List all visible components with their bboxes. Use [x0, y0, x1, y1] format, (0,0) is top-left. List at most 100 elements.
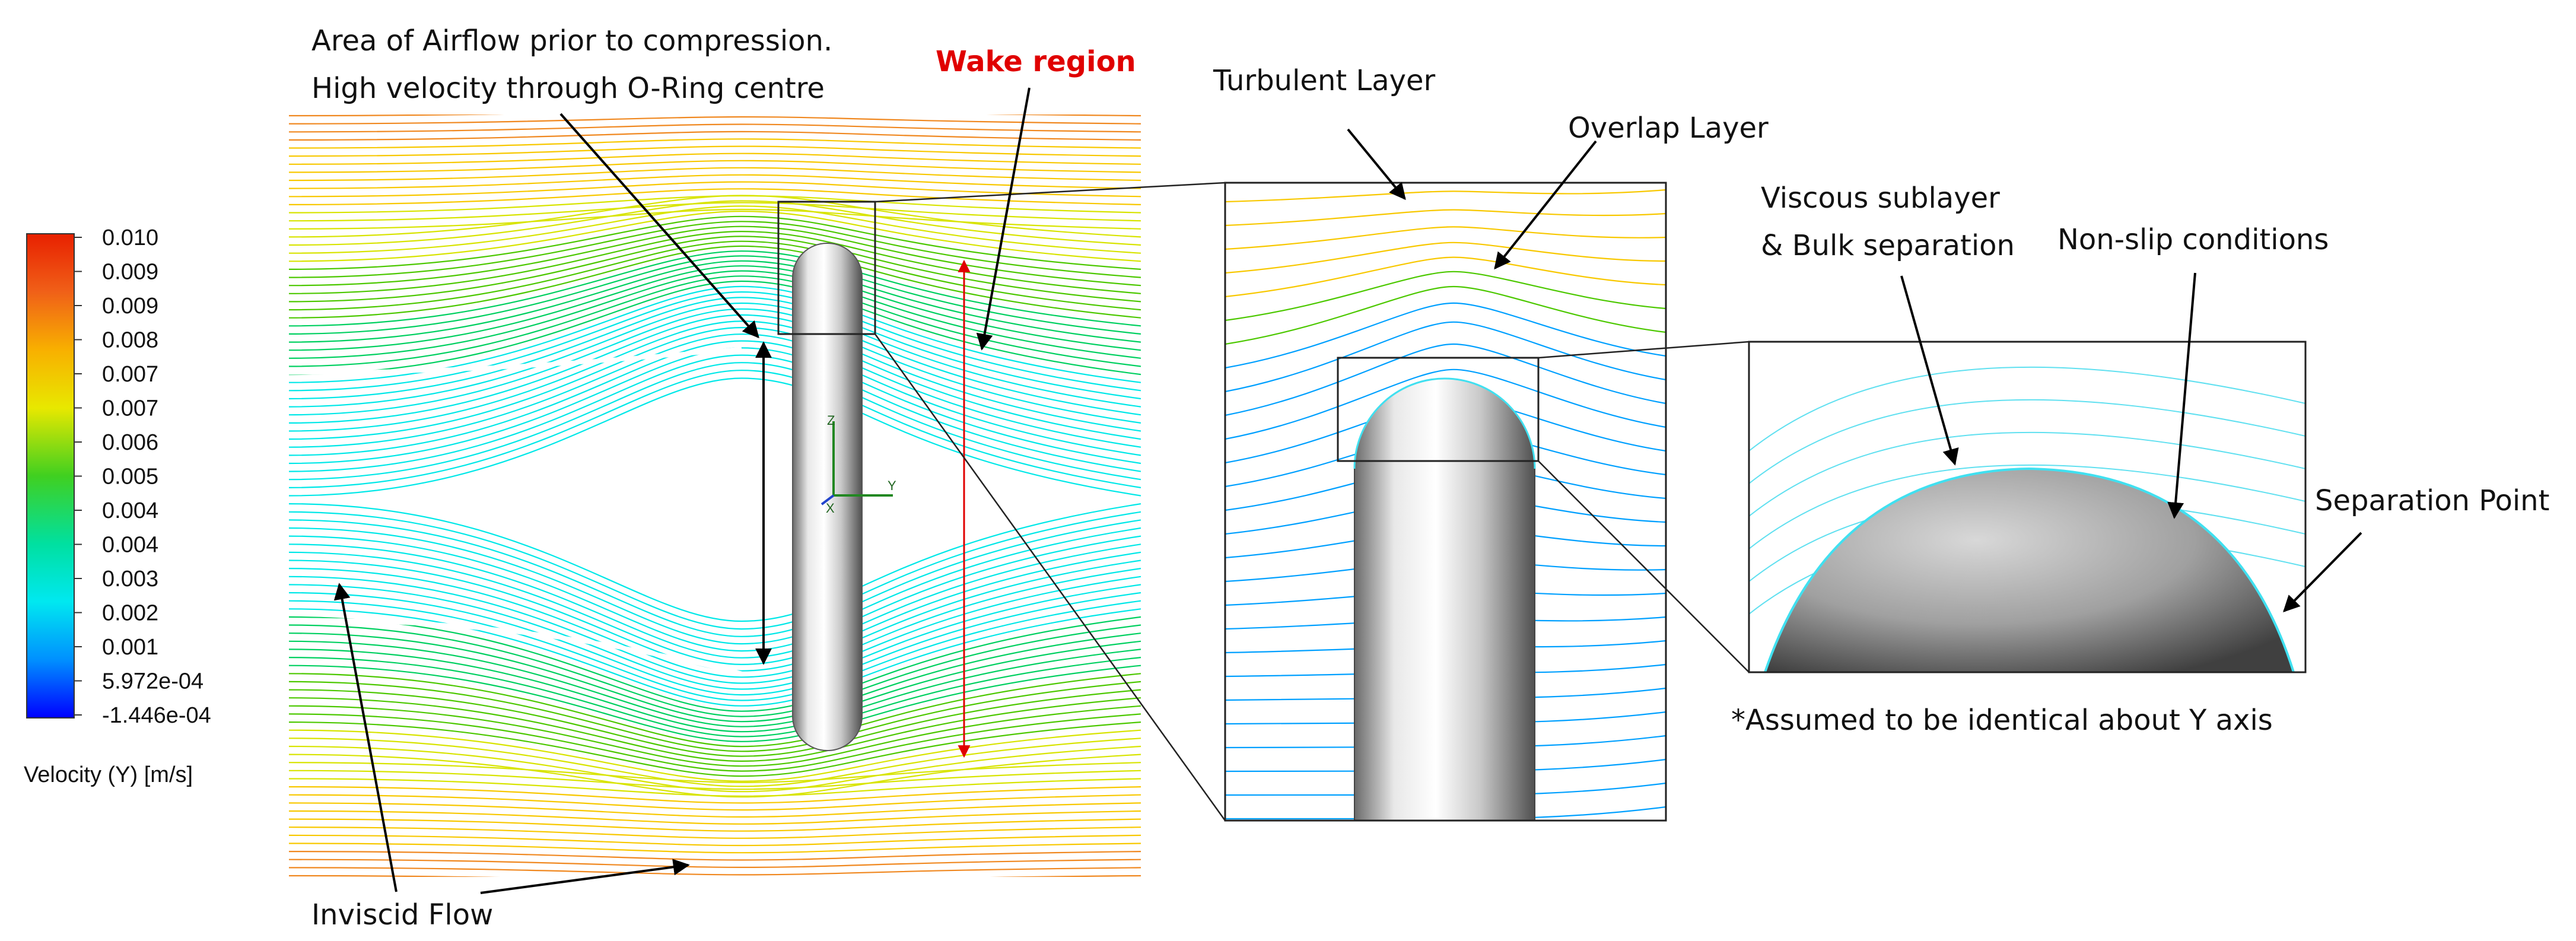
legend-tick-label: 0.009 — [102, 294, 158, 319]
main-streamline — [289, 673, 1141, 748]
main-streamline — [289, 843, 1141, 854]
zoom-panel-2 — [1748, 341, 2307, 673]
zoom1-streamline — [1225, 285, 1666, 345]
main-streamline — [289, 754, 1141, 798]
main-streamline — [289, 584, 1141, 690]
annotation-wake-region: Wake region — [936, 45, 1136, 78]
main-streamline — [289, 826, 1141, 839]
zoom-connectors — [874, 182, 1750, 821]
main-streamline — [289, 131, 1141, 141]
main-streamline — [289, 145, 1141, 157]
zoom1-oring-tip — [1354, 378, 1535, 821]
main-streamline — [289, 230, 1141, 294]
separator-streamline — [289, 346, 742, 375]
main-streamline — [289, 115, 1141, 117]
main-streamline — [289, 503, 1141, 622]
zoom1-streamline — [1225, 271, 1666, 322]
axis-x-label: X — [826, 501, 835, 516]
main-streamline — [289, 167, 1141, 182]
main-streamline — [289, 333, 1141, 448]
main-streamline — [289, 851, 1141, 861]
main-streamline — [289, 236, 1141, 303]
zoom1-streamline — [1225, 302, 1666, 369]
main-streamline — [289, 202, 1141, 222]
main-streamline — [289, 308, 1141, 416]
main-streamline — [289, 786, 1141, 804]
main-streamline — [289, 174, 1141, 189]
main-streamline — [289, 616, 1141, 712]
main-streamline — [289, 240, 1141, 311]
main-streamline — [289, 818, 1141, 832]
axis-triad-icon: Z Y X — [820, 413, 896, 516]
main-streamline — [289, 632, 1141, 723]
zoom1-streamline — [1225, 343, 1666, 417]
main-streamline — [289, 543, 1141, 659]
main-streamline — [289, 681, 1141, 752]
main-streamline — [289, 245, 1141, 319]
legend-ticks: 0.0100.0090.0090.0080.0070.0070.0060.005… — [74, 225, 211, 728]
legend-tick-label: 0.009 — [102, 260, 158, 285]
legend-tick-label: 0.010 — [102, 225, 158, 250]
zoom1-streamline — [1225, 321, 1666, 393]
zoom-box-1 — [777, 201, 876, 335]
zoom1-streamline — [1225, 241, 1666, 274]
axis-z-label: Z — [827, 413, 835, 428]
main-streamline — [289, 326, 1141, 440]
main-streamline — [289, 721, 1141, 777]
main-streamline — [289, 705, 1141, 767]
main-streamline — [289, 608, 1141, 707]
zoom1-streamline — [1225, 166, 1666, 178]
annotation-arrows — [333, 87, 2362, 894]
annotation-non-slip: Non-slip conditions — [2057, 223, 2329, 256]
main-streamline — [289, 265, 1141, 351]
main-streamline — [289, 834, 1141, 847]
legend-tick-label: 5.972e-04 — [102, 669, 203, 694]
annotation-separation-point: Separation Point — [2315, 484, 2549, 517]
main-streamline — [289, 255, 1141, 335]
legend-tick-label: 0.002 — [102, 601, 158, 626]
annotation-turbulent-layer: Turbulent Layer — [1213, 64, 1436, 97]
main-streamline — [289, 280, 1141, 376]
main-streamline — [289, 225, 1141, 287]
main-streamline — [289, 221, 1141, 278]
main-streamline — [289, 600, 1141, 701]
main-streamline-panel: Z Y X — [289, 115, 1141, 877]
zoom1-streamline — [1225, 189, 1666, 203]
annotation-inviscid-flow: Inviscid Flow — [311, 898, 493, 932]
oring-cross-section — [792, 243, 863, 751]
main-streamline — [289, 802, 1141, 818]
main-streamline — [289, 689, 1141, 757]
annotation-assumption-note: *Assumed to be identical about Y axis — [1731, 704, 2273, 737]
main-streamline — [289, 302, 1141, 408]
zoom-panel-1-frame — [1224, 182, 1667, 822]
legend-tick-label: 0.003 — [102, 567, 158, 592]
main-streamline — [289, 535, 1141, 652]
main-streamline — [289, 362, 1141, 481]
main-streamline — [289, 729, 1141, 782]
main-streamlines — [289, 115, 1141, 877]
main-streamline — [289, 195, 1141, 238]
legend-title: Velocity (Y) [m/s] — [24, 762, 193, 787]
main-streamline — [289, 657, 1141, 737]
main-streamline — [289, 200, 1141, 246]
legend-color-bar — [26, 233, 75, 719]
main-streamline — [289, 260, 1141, 343]
zoom-panel-1 — [1224, 166, 1667, 822]
annotation-viscous-line2: & Bulk separation — [1761, 229, 2015, 262]
main-streamline — [289, 559, 1141, 672]
main-streamline — [289, 778, 1141, 797]
main-streamline — [289, 116, 1141, 125]
main-streamline — [289, 138, 1141, 149]
axis-y-label: Y — [888, 478, 896, 493]
legend-tick-label: 0.004 — [102, 498, 158, 523]
main-streamline — [289, 745, 1141, 793]
main-streamline — [289, 648, 1141, 733]
main-streamline — [289, 215, 1141, 270]
zoom2-streamline — [1749, 366, 2305, 452]
main-streamline — [289, 511, 1141, 630]
zoom2-streamline — [1749, 431, 2305, 517]
main-streamline — [289, 152, 1141, 165]
zoom2-streamline — [1749, 464, 2305, 549]
annotation-overlap-layer: Overlap Layer — [1568, 112, 1769, 145]
